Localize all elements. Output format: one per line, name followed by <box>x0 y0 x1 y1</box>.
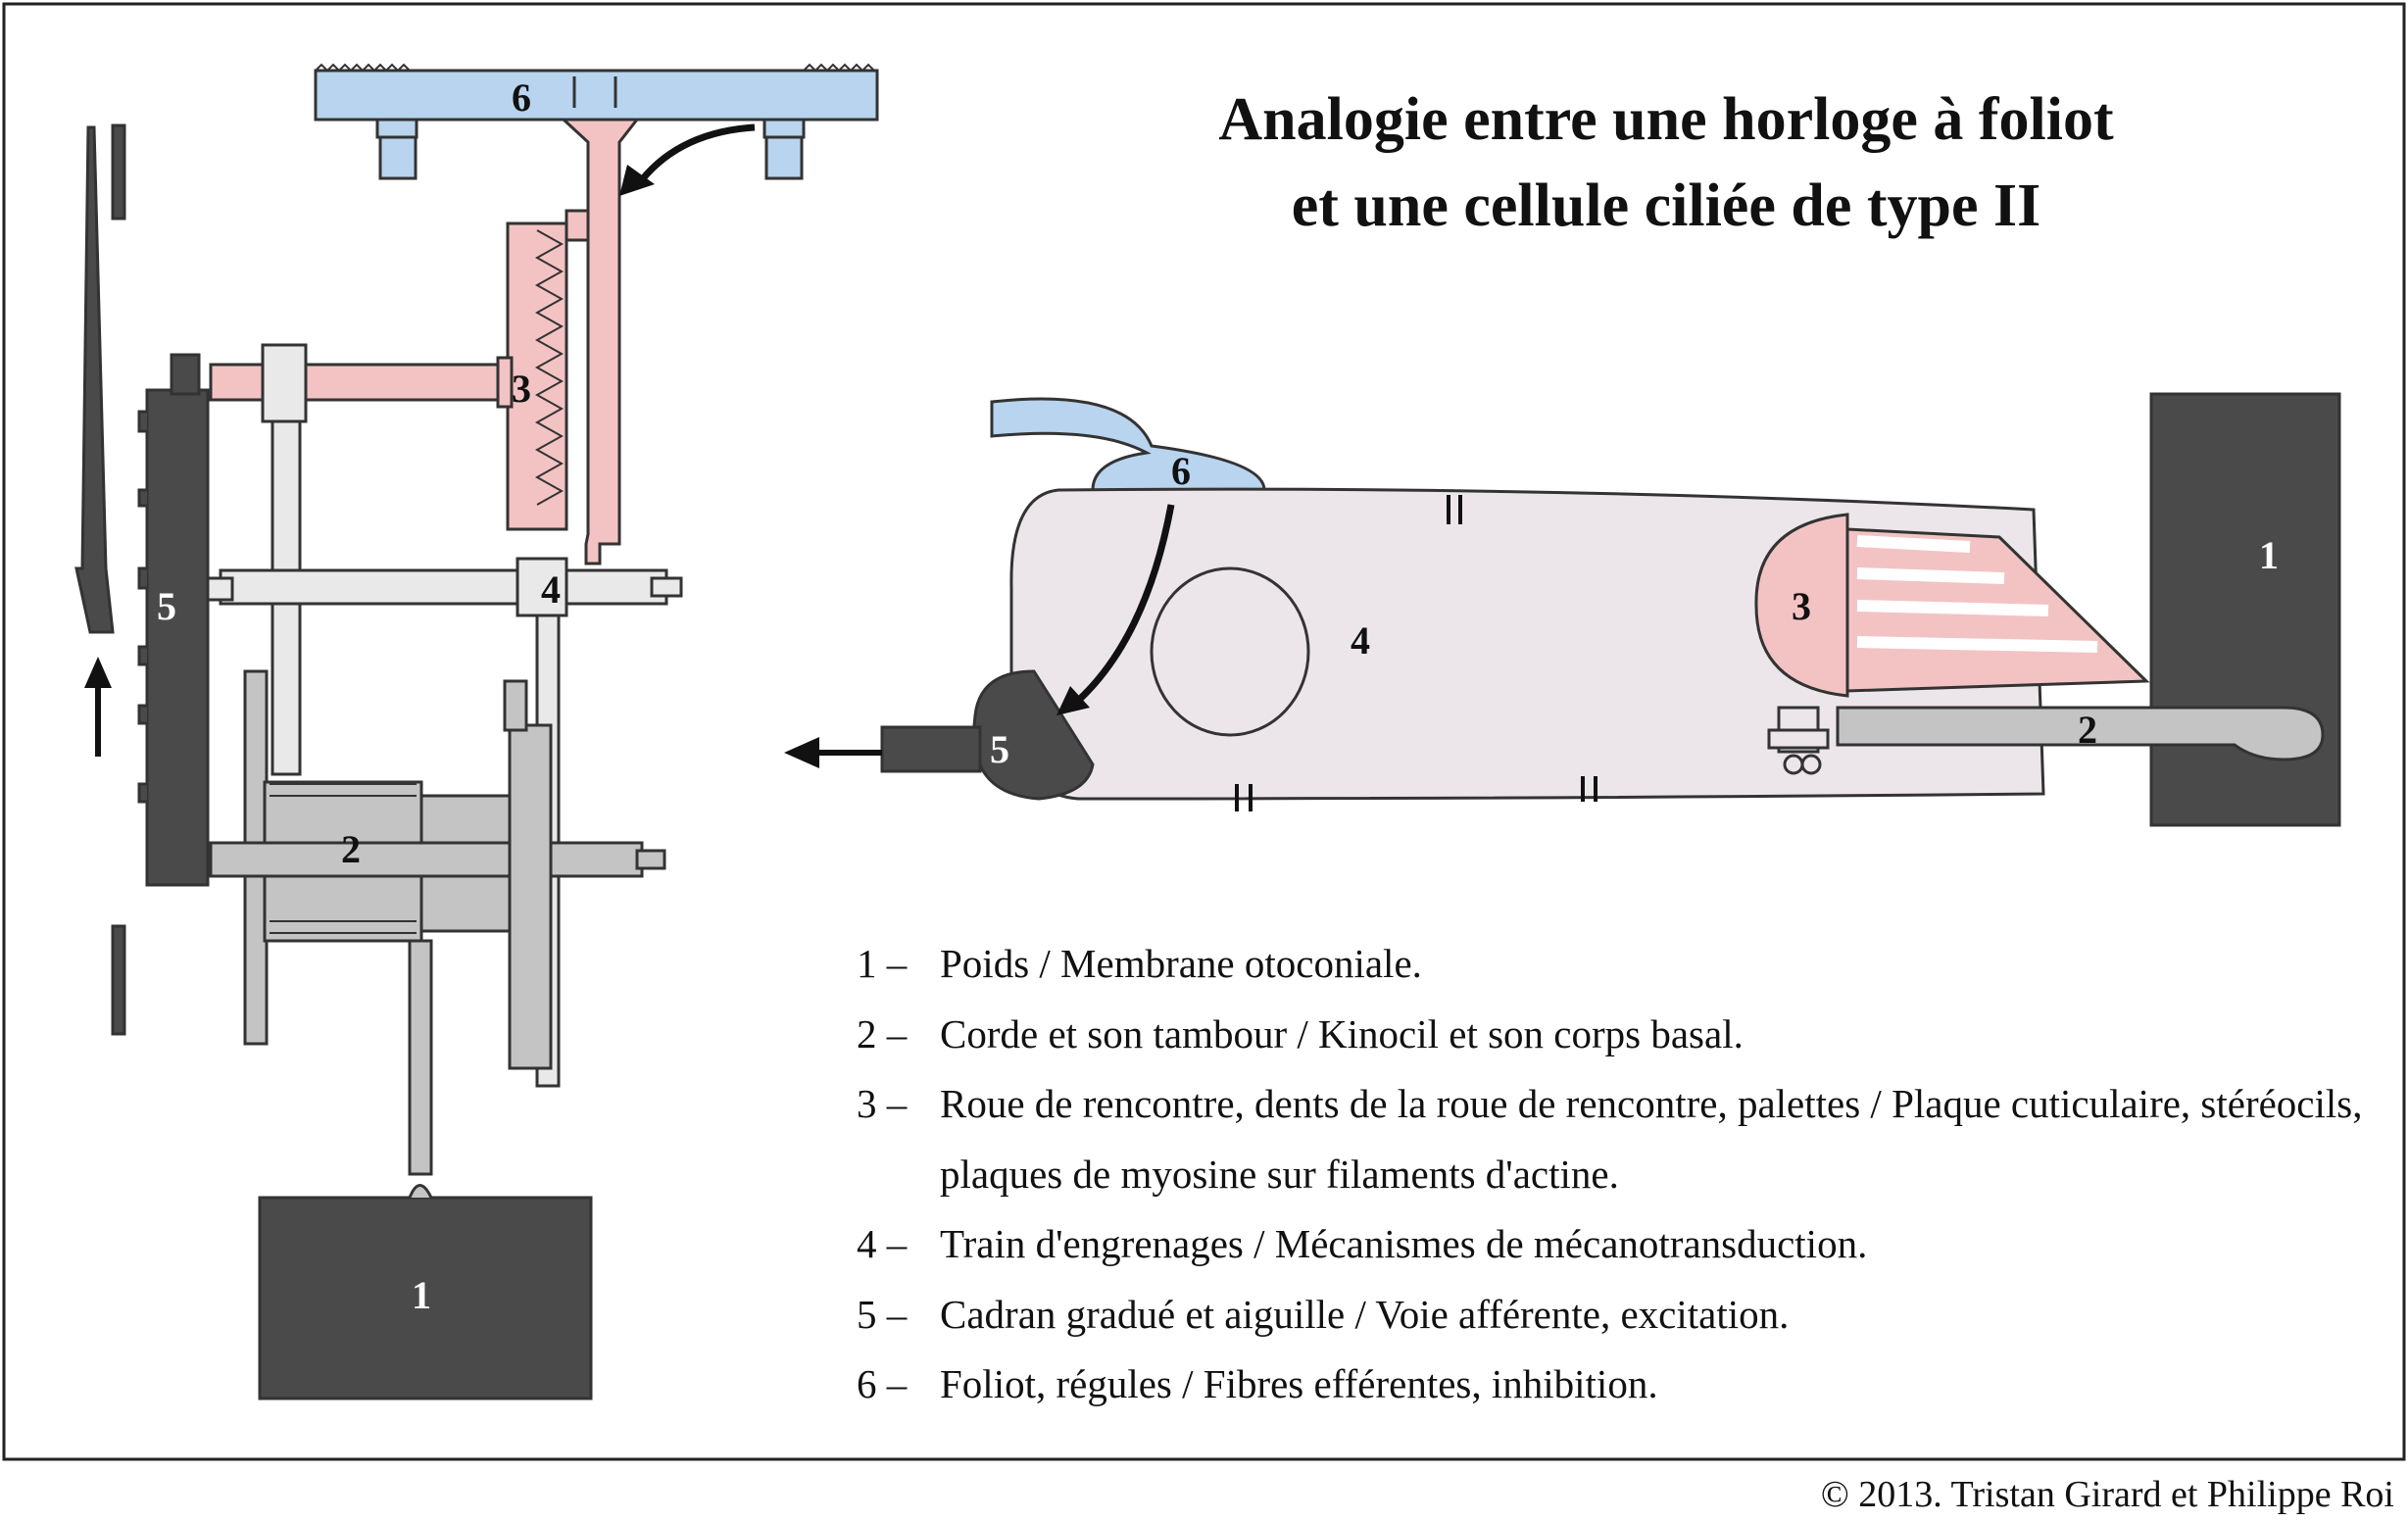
hair-cell <box>880 392 2341 827</box>
regule-right-weight <box>764 135 804 180</box>
legend: 1 – Poids / Membrane otoconiale. 2 – Corde… <box>857 929 2385 1420</box>
arrow-curved-foliot <box>619 123 756 196</box>
arrow-left <box>784 737 882 768</box>
arrow-curved-cell <box>1057 504 1175 715</box>
legend-text: Cadran gradué et aiguille / Voie afféren… <box>940 1291 1790 1337</box>
legend-number: 4 – <box>857 1221 908 1266</box>
drum-rope <box>270 783 417 934</box>
train-arbor <box>219 568 668 606</box>
regule-left <box>375 118 418 139</box>
cell-label-5: 5 <box>990 727 1009 771</box>
dial <box>145 388 210 887</box>
cell-cut-marks <box>1235 495 1597 811</box>
clock-label-3: 3 <box>512 367 531 411</box>
otoconial-membrane <box>2149 392 2341 827</box>
clock-label-5: 5 <box>157 584 176 628</box>
escape-arbor <box>209 363 510 402</box>
cell-label-2: 2 <box>2078 708 2097 752</box>
regule-left-weight <box>378 135 418 180</box>
cell-label-6: 6 <box>1171 449 1191 493</box>
escape-wheel <box>506 221 568 531</box>
legend-item: 4 – Train d'engrenages / Mécanismes de mé… <box>857 1209 2385 1280</box>
clock-label-4: 4 <box>541 567 561 612</box>
clock-mechanism <box>74 63 879 1400</box>
legend-number: 1 – <box>857 941 908 986</box>
legend-item: 2 – Corde et son tambour / Kinocil et son… <box>857 1000 2385 1070</box>
legend-item: 3 – Roue de rencontre, dents de la roue d… <box>857 1069 2385 1209</box>
rope <box>408 939 433 1176</box>
legend-text: Train d'engrenages / Mécanismes de mécan… <box>940 1221 1868 1266</box>
cell-label-3: 3 <box>1792 584 1811 628</box>
legend-item: 6 – Foliot, régules / Fibres efférentes, … <box>857 1350 2385 1420</box>
nucleus <box>1150 566 1310 737</box>
clock-label-1: 1 <box>412 1273 431 1317</box>
legend-number: 2 – <box>857 1010 908 1056</box>
escape-teeth <box>534 229 565 506</box>
legend-item: 1 – Poids / Membrane otoconiale. <box>857 929 2385 1000</box>
foliot-bar <box>314 69 879 122</box>
legend-text: Foliot, régules / Fibres efférentes, inh… <box>940 1361 1658 1406</box>
figure-title: Analogie entre une horloge à foliot et u… <box>980 76 2352 249</box>
arrow-up <box>84 657 112 757</box>
afferent-fiber <box>972 669 1095 801</box>
kinocil <box>1836 706 2325 761</box>
clock-label-6: 6 <box>512 75 531 120</box>
weight <box>258 1196 593 1400</box>
legend-item: 5 – Cadran gradué et aiguille / Voie affé… <box>857 1280 2385 1350</box>
legend-number: 5 – <box>857 1291 908 1337</box>
foliot-teeth <box>315 63 875 73</box>
title-line-1: Analogie entre une horloge à foliot <box>1218 86 2114 153</box>
legend-text: Roue de rencontre, dents de la roue de r… <box>940 1081 2363 1197</box>
frame-post-top <box>261 343 308 423</box>
clock-label-2: 2 <box>341 827 361 871</box>
drum-arbor <box>209 841 644 878</box>
cell-label-4: 4 <box>1351 618 1370 663</box>
cuticular-plate <box>1754 513 1849 698</box>
legend-number: 6 – <box>857 1361 908 1406</box>
regule-right <box>762 118 806 139</box>
verge <box>560 118 641 565</box>
needle <box>74 125 115 634</box>
title-line-2: et une cellule ciliée de type II <box>1291 172 2041 239</box>
legend-number: 3 – <box>857 1081 908 1126</box>
copyright: © 2013. Tristan Girard et Philippe Roi <box>1820 1474 2394 1515</box>
legend-text: Poids / Membrane otoconiale. <box>940 941 1422 986</box>
legend-text: Corde et son tambour / Kinocil et son co… <box>940 1010 1744 1056</box>
cell-label-1: 1 <box>2259 533 2279 577</box>
